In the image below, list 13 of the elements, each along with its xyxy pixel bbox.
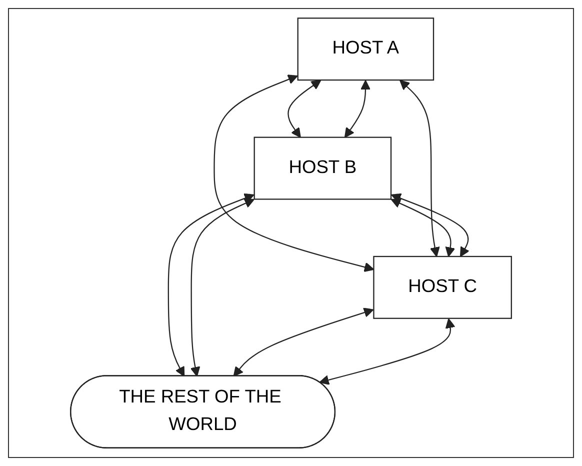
arrow	[390, 198, 456, 257]
node-box: HOST C	[373, 256, 512, 319]
node-box: HOST A	[297, 18, 434, 81]
node-box: HOST B	[254, 136, 392, 200]
arrow	[319, 318, 456, 385]
arrow	[168, 193, 254, 377]
arrow	[344, 80, 371, 138]
arrow	[233, 308, 374, 377]
arrow	[390, 193, 470, 257]
arrow	[288, 80, 322, 138]
arrow	[214, 74, 374, 272]
arrow	[400, 80, 440, 257]
arrow	[190, 198, 254, 377]
